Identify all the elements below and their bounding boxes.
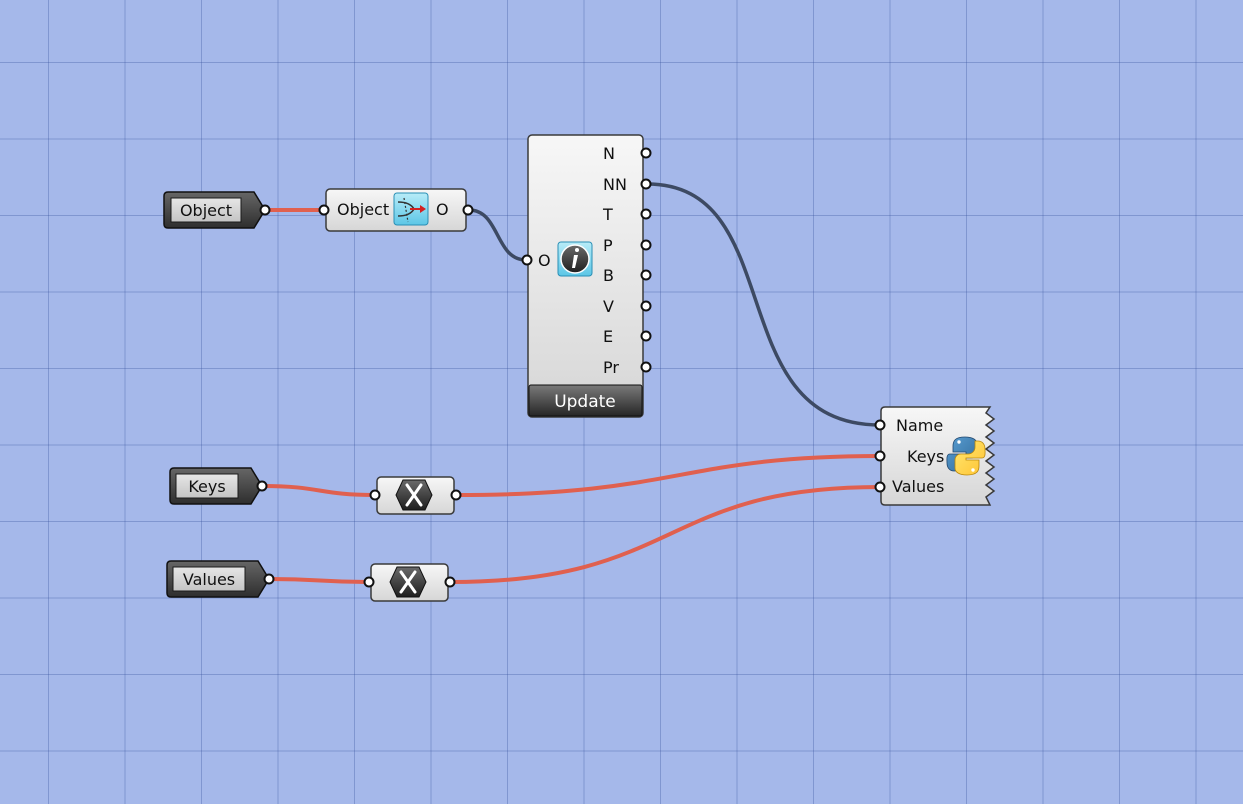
- python-input-port-keys[interactable]: [874, 450, 886, 462]
- panel-label-box: [170, 197, 242, 223]
- info-output-port-nn[interactable]: [640, 178, 652, 190]
- info-output-port-b[interactable]: [640, 269, 652, 281]
- wire-values-panel-to-expression[interactable]: [269, 577, 369, 584]
- info-output-label-t: T: [602, 205, 613, 224]
- panel-object[interactable]: Object: [163, 191, 271, 229]
- wire-keys-panel-to-expression[interactable]: [262, 484, 375, 497]
- panel-object-label: Object: [180, 201, 232, 220]
- info-output-port-pr[interactable]: [640, 361, 652, 373]
- info-output-port-e[interactable]: [640, 330, 652, 342]
- info-component[interactable]: O N NN T P B V E Pr Update: [521, 134, 652, 418]
- panel-keys-output-port[interactable]: [256, 480, 268, 492]
- python-component[interactable]: Name Keys Values: [874, 406, 996, 506]
- info-output-label-nn: NN: [603, 175, 627, 194]
- python-input-port-name[interactable]: [874, 419, 886, 431]
- expression-values-output-port[interactable]: [444, 576, 456, 588]
- update-button-label: Update: [554, 392, 616, 412]
- expression-keys-output-port[interactable]: [450, 489, 462, 501]
- wire-param-to-info[interactable]: [468, 208, 527, 262]
- info-output-port-n[interactable]: [640, 147, 652, 159]
- expression-node-values[interactable]: [363, 563, 456, 602]
- info-output-port-t[interactable]: [640, 208, 652, 220]
- python-input-label-name: Name: [896, 416, 943, 435]
- wire-expression-to-values[interactable]: [450, 485, 881, 584]
- panel-keys-label: Keys: [188, 477, 225, 496]
- info-input-label: O: [538, 251, 551, 270]
- info-output-label-p: P: [603, 236, 613, 255]
- expression-node-keys[interactable]: [369, 476, 462, 515]
- panel-label-box: [172, 566, 246, 592]
- info-output-label-b: B: [603, 266, 614, 285]
- object-param-output-port[interactable]: [462, 204, 474, 216]
- info-input-port[interactable]: [521, 254, 533, 266]
- x-variable-icon: [395, 479, 433, 511]
- python-logo-icon: [946, 436, 986, 476]
- panel-keys[interactable]: Keys: [169, 467, 268, 505]
- panel-values-label: Values: [183, 570, 235, 589]
- panel-values-output-port[interactable]: [263, 573, 275, 585]
- wire-expression-to-keys[interactable]: [456, 454, 881, 497]
- object-param-node[interactable]: Object O: [318, 188, 474, 232]
- info-output-label-pr: Pr: [603, 358, 619, 377]
- python-input-label-keys: Keys: [907, 447, 944, 466]
- panel-values[interactable]: Values: [166, 560, 275, 598]
- wire-layer: [262, 182, 881, 584]
- expression-values-input-port[interactable]: [363, 576, 375, 588]
- info-output-port-p[interactable]: [640, 239, 652, 251]
- python-input-label-values: Values: [892, 477, 944, 496]
- info-output-label-e: E: [603, 327, 613, 346]
- object-param-input-label: Object: [337, 200, 389, 219]
- object-pick-icon: [393, 192, 429, 226]
- x-variable-icon: [389, 566, 427, 598]
- panel-label-box: [175, 473, 239, 499]
- info-output-port-v[interactable]: [640, 300, 652, 312]
- object-param-output-label: O: [436, 200, 449, 219]
- update-button[interactable]: Update: [528, 384, 643, 417]
- info-output-label-n: N: [603, 144, 615, 163]
- wire-nn-to-name[interactable]: [646, 182, 881, 427]
- expression-keys-input-port[interactable]: [369, 489, 381, 501]
- object-param-input-port[interactable]: [318, 204, 330, 216]
- panel-object-output-port[interactable]: [259, 204, 271, 216]
- python-component-body: [880, 406, 996, 506]
- info-icon: [557, 241, 593, 277]
- python-input-port-values[interactable]: [874, 481, 886, 493]
- info-output-label-v: V: [603, 297, 614, 316]
